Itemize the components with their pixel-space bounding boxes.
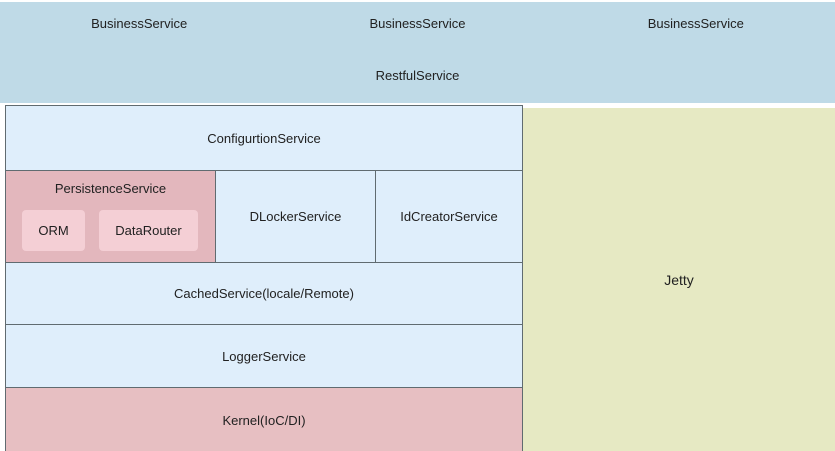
- configuration-service-box: ConfigurtionService: [5, 105, 523, 171]
- business-service-label: BusinessService: [91, 16, 188, 31]
- business-service-label: BusinessService: [647, 16, 744, 31]
- service-stack: ConfigurtionService PersistenceService O…: [5, 105, 523, 451]
- logger-service-box: LoggerService: [5, 324, 523, 388]
- dlocker-service-box: DLockerService: [215, 170, 376, 263]
- kernel-box: Kernel(IoC/DI): [5, 387, 523, 451]
- business-service-row: BusinessService BusinessService Business…: [0, 2, 835, 31]
- restful-service-label: RestfulService: [375, 68, 460, 83]
- persistence-service-label: PersistenceService: [54, 181, 167, 196]
- cached-service-box: CachedService(locale/Remote): [5, 262, 523, 325]
- persistence-service-box: PersistenceService ORM DataRouter: [5, 170, 216, 263]
- id-creator-service-box: IdCreatorService: [375, 170, 523, 263]
- data-router-box: DataRouter: [99, 210, 198, 251]
- jetty-box: Jetty: [523, 108, 835, 451]
- middle-services-row: PersistenceService ORM DataRouter DLocke…: [5, 170, 523, 263]
- orm-box: ORM: [22, 210, 85, 251]
- business-service-label: BusinessService: [369, 16, 466, 31]
- business-layer-band: BusinessService BusinessService Business…: [0, 2, 835, 103]
